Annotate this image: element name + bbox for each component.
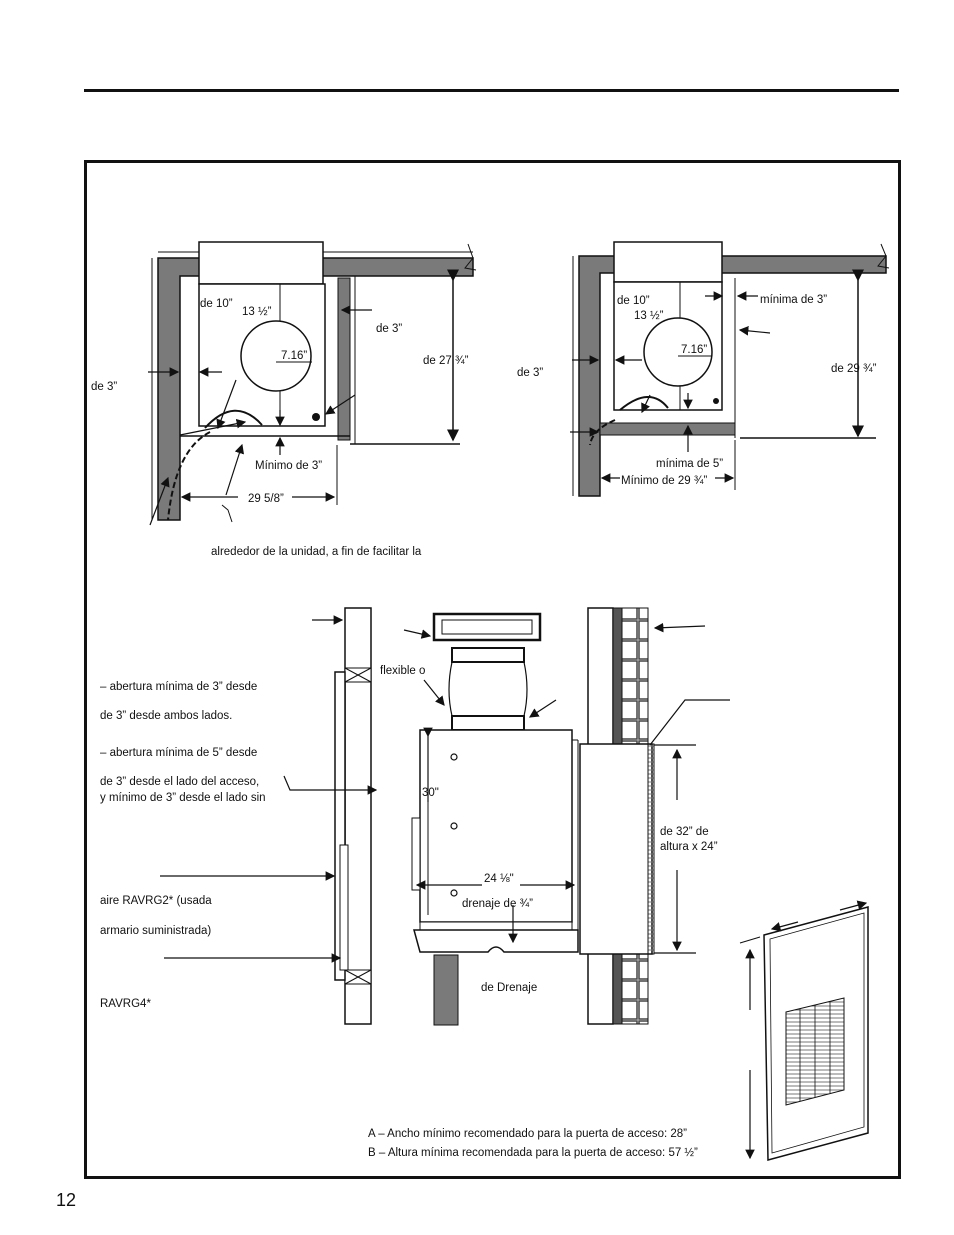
tl-minimo3-label: Mínimo de 3” xyxy=(255,460,323,472)
note-line: alrededor de la unidad, a fin de facilit… xyxy=(211,546,422,558)
tr-thirteen-label: 13 ½” xyxy=(634,310,664,322)
thirty-inch-label: 30" xyxy=(422,787,439,799)
tl-de27-label: de 27 ¾” xyxy=(423,355,469,367)
tl-width-label: 29 5/8” xyxy=(248,493,284,505)
top-left-closet-diagram xyxy=(148,241,477,526)
flexible-label: flexible o xyxy=(380,665,426,677)
unit-width-label: 24 ⅛" xyxy=(484,873,514,885)
page-number: 12 xyxy=(56,1190,77,1210)
grille-size-label-2: altura x 24” xyxy=(660,841,718,853)
access-door-grille xyxy=(739,900,869,1161)
bl-line3: – abertura mínima de 5” desde xyxy=(100,747,258,759)
bl-line5: y mínimo de 3” desde el lado sin xyxy=(100,792,266,804)
bl-line6: aire RAVRG2* (usada xyxy=(100,895,212,907)
tr-de3-left-label: de 3” xyxy=(517,367,544,379)
grille-size-label-1: de 32” de xyxy=(660,826,709,838)
tl-de3-left-label: de 3” xyxy=(91,381,118,393)
bottom-center-unit xyxy=(403,612,579,1026)
bl-line7: armario suministrada) xyxy=(100,925,212,937)
tr-seven-label: 7.16” xyxy=(681,344,708,356)
note-a: A – Ancho mínimo recomendado para la pue… xyxy=(368,1128,688,1140)
header-rule xyxy=(84,89,899,92)
tl-de10-label: de 10” xyxy=(200,298,233,310)
bl-line2: de 3” desde ambos lados. xyxy=(100,710,233,722)
bottom-left-wall-section xyxy=(160,607,378,1025)
tr-minimo29-label: Mínimo de 29 ¾” xyxy=(621,475,708,487)
top-right-closet-diagram xyxy=(570,241,890,497)
drain-label: de Drenaje xyxy=(481,982,538,994)
tr-minima5-label: mínima de 5” xyxy=(656,458,724,470)
drain-size-label: drenaje de ¾” xyxy=(462,898,533,910)
bl-line1: – abertura mínima de 3” desde xyxy=(100,681,258,693)
bl-line4: de 3” desde el lado del acceso, xyxy=(100,776,260,788)
tr-de29-label: de 29 ¾” xyxy=(831,363,877,375)
tl-thirteen-label: 13 ½” xyxy=(242,306,272,318)
bottom-right-wall-section xyxy=(579,607,730,1025)
diagram-frame xyxy=(84,160,901,1179)
note-b: B – Altura mínima recomendada para la pu… xyxy=(368,1147,698,1159)
tr-minima3-label: mínima de 3” xyxy=(760,294,828,306)
bl-line8: RAVRG4* xyxy=(100,998,151,1010)
tl-de3-right-label: de 3” xyxy=(376,323,403,335)
tr-de10-label: de 10” xyxy=(617,295,650,307)
tl-seven-label: 7.16” xyxy=(281,350,308,362)
